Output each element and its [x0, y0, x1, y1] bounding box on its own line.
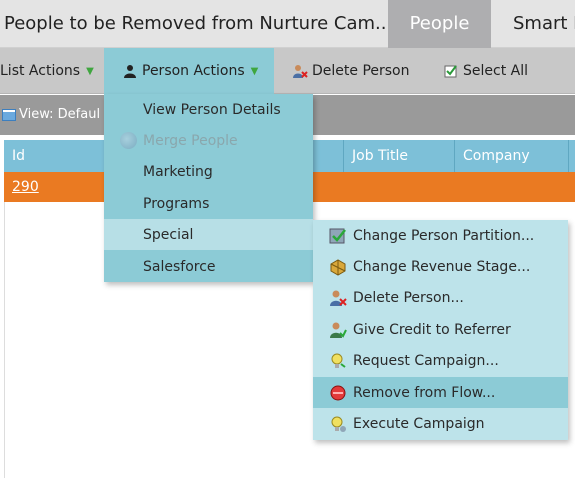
- view-label: View: Defaul: [19, 107, 101, 122]
- menu-item-view-person-details[interactable]: View Person Details: [104, 94, 313, 125]
- delete-person-button[interactable]: Delete Person: [292, 48, 410, 94]
- referrer-icon: [329, 321, 347, 339]
- select-all-button[interactable]: Select All: [443, 48, 528, 94]
- menu-item-programs[interactable]: Programs: [104, 188, 313, 219]
- submenu-item-delete-person[interactable]: Delete Person...: [313, 282, 568, 313]
- remove-flow-icon: [329, 384, 347, 402]
- delete-person-label: Delete Person: [312, 63, 410, 79]
- menu-item-label: Special: [143, 226, 194, 243]
- menu-item-label: Merge People: [143, 132, 238, 149]
- menu-item-label: Salesforce: [143, 258, 216, 275]
- submenu-item-label: Request Campaign...: [353, 352, 499, 369]
- revenue-stage-icon: [329, 258, 347, 276]
- submenu-item-label: Execute Campaign: [353, 415, 485, 432]
- submenu-item-request-campaign[interactable]: Request Campaign...: [313, 345, 568, 376]
- menu-item-label: View Person Details: [143, 101, 281, 118]
- menu-item-merge-people: Merge People: [104, 125, 313, 156]
- submenu-item-label: Change Revenue Stage...: [353, 258, 531, 275]
- caret-down-icon: ▼: [86, 65, 94, 77]
- toolbar: List Actions ▼ Person Actions ▼ Delete P…: [0, 48, 575, 94]
- submenu-item-label: Remove from Flow...: [353, 384, 496, 401]
- column-header-company[interactable]: Company: [454, 140, 568, 172]
- select-all-label: Select All: [463, 63, 528, 79]
- menu-item-label: Programs: [143, 195, 210, 212]
- column-header-more[interactable]: [568, 140, 575, 172]
- merge-people-icon: [120, 132, 137, 149]
- tab-smart-list[interactable]: Smart L: [513, 13, 575, 34]
- list-actions-label: List Actions: [0, 63, 81, 79]
- person-actions-menu: View Person Details Merge People Marketi…: [104, 94, 313, 282]
- submenu-item-label: Change Person Partition...: [353, 227, 535, 244]
- list-actions-button[interactable]: List Actions ▼: [0, 48, 94, 94]
- column-header-job-title[interactable]: Job Title: [343, 140, 454, 172]
- request-campaign-icon: [329, 352, 347, 370]
- menu-item-salesforce[interactable]: Salesforce: [104, 251, 313, 282]
- menu-item-special[interactable]: Special: [104, 219, 313, 250]
- caret-down-icon: ▼: [250, 65, 259, 77]
- checkbox-icon: [443, 63, 459, 79]
- person-actions-label: Person Actions: [142, 63, 245, 79]
- person-actions-button[interactable]: Person Actions ▼: [104, 48, 274, 94]
- submenu-item-label: Delete Person...: [353, 289, 464, 306]
- execute-campaign-icon: [329, 415, 347, 433]
- partition-icon: [329, 227, 347, 245]
- submenu-item-give-credit-to-referrer[interactable]: Give Credit to Referrer: [313, 314, 568, 345]
- tab-bar: People to be Removed from Nurture Cam...…: [0, 0, 575, 48]
- submenu-item-execute-campaign[interactable]: Execute Campaign: [313, 408, 568, 439]
- grid-view-icon: [2, 108, 16, 121]
- delete-person-icon: [329, 289, 347, 307]
- column-header-id[interactable]: Id: [12, 148, 26, 164]
- tab-list-name[interactable]: People to be Removed from Nurture Cam...: [4, 13, 393, 34]
- person-id-link[interactable]: 290: [12, 179, 39, 195]
- submenu-item-change-revenue-stage[interactable]: Change Revenue Stage...: [313, 251, 568, 282]
- submenu-item-label: Give Credit to Referrer: [353, 321, 511, 338]
- view-selector[interactable]: View: Defaul: [2, 107, 100, 122]
- special-submenu: Change Person Partition... Change Revenu…: [313, 220, 568, 440]
- submenu-item-change-person-partition[interactable]: Change Person Partition...: [313, 220, 568, 251]
- tab-people[interactable]: People: [388, 0, 491, 48]
- person-icon: [122, 63, 138, 79]
- menu-item-label: Marketing: [143, 163, 213, 180]
- menu-item-marketing[interactable]: Marketing: [104, 156, 313, 187]
- delete-person-icon: [292, 63, 308, 79]
- submenu-item-remove-from-flow[interactable]: Remove from Flow...: [313, 377, 568, 408]
